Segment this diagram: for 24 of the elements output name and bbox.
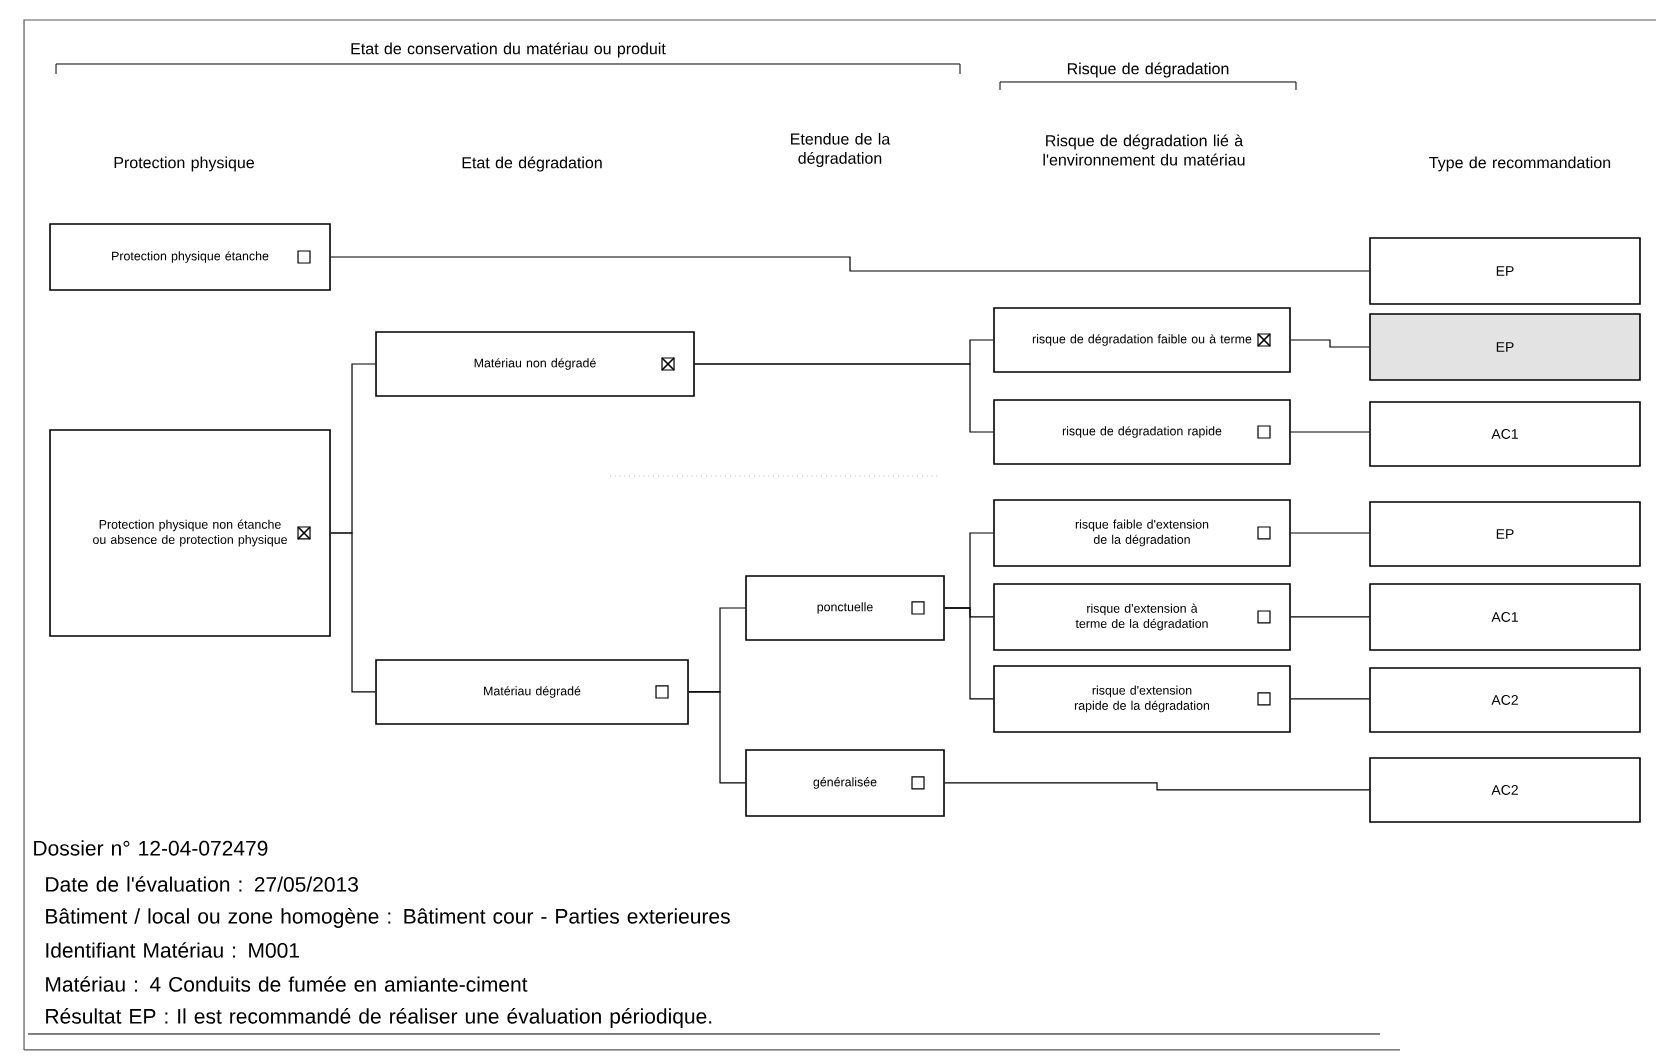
connector-line [944, 607, 994, 700]
info-line: Date de l'évaluation : 27/05/2013 [46, 876, 358, 892]
column-header: Type de recommandation [1429, 156, 1611, 172]
connector-line [330, 256, 1370, 272]
column-header: Risque de dégradation lié à l'environnement du matériau [1043, 134, 1245, 166]
connector-line [1290, 698, 1370, 700]
connector-line [944, 782, 1370, 791]
group-header: Etat de conservation du matériau ou produit [351, 42, 666, 58]
column-header: Etendue de la dégradation [791, 132, 891, 168]
connector-line [1290, 339, 1370, 348]
connector-line [1290, 431, 1370, 433]
connector-line [1290, 532, 1370, 534]
info-line: Bâtiment / local ou zone homogène : Bâtiment cour - Parties exterieures [46, 908, 730, 928]
connector-line [688, 691, 746, 784]
group-header: Risque de dégradation [1067, 62, 1229, 78]
connector-line [1290, 616, 1370, 618]
connector-line [330, 532, 376, 693]
info-line: Identifiant Matériau : M001 [46, 942, 299, 958]
connector-line [694, 363, 994, 433]
column-header: Etat de dégradation [462, 156, 602, 172]
info-line: Dossier n° 12-04-072479 [34, 840, 268, 856]
info-line: Résultat EP : Il est recommandé de réaliser une évaluation périodique. [46, 1008, 712, 1028]
info-line: Matériau : 4 Conduits de fumée en amiante-ciment [46, 976, 528, 992]
column-header: Protection physique [114, 156, 254, 172]
